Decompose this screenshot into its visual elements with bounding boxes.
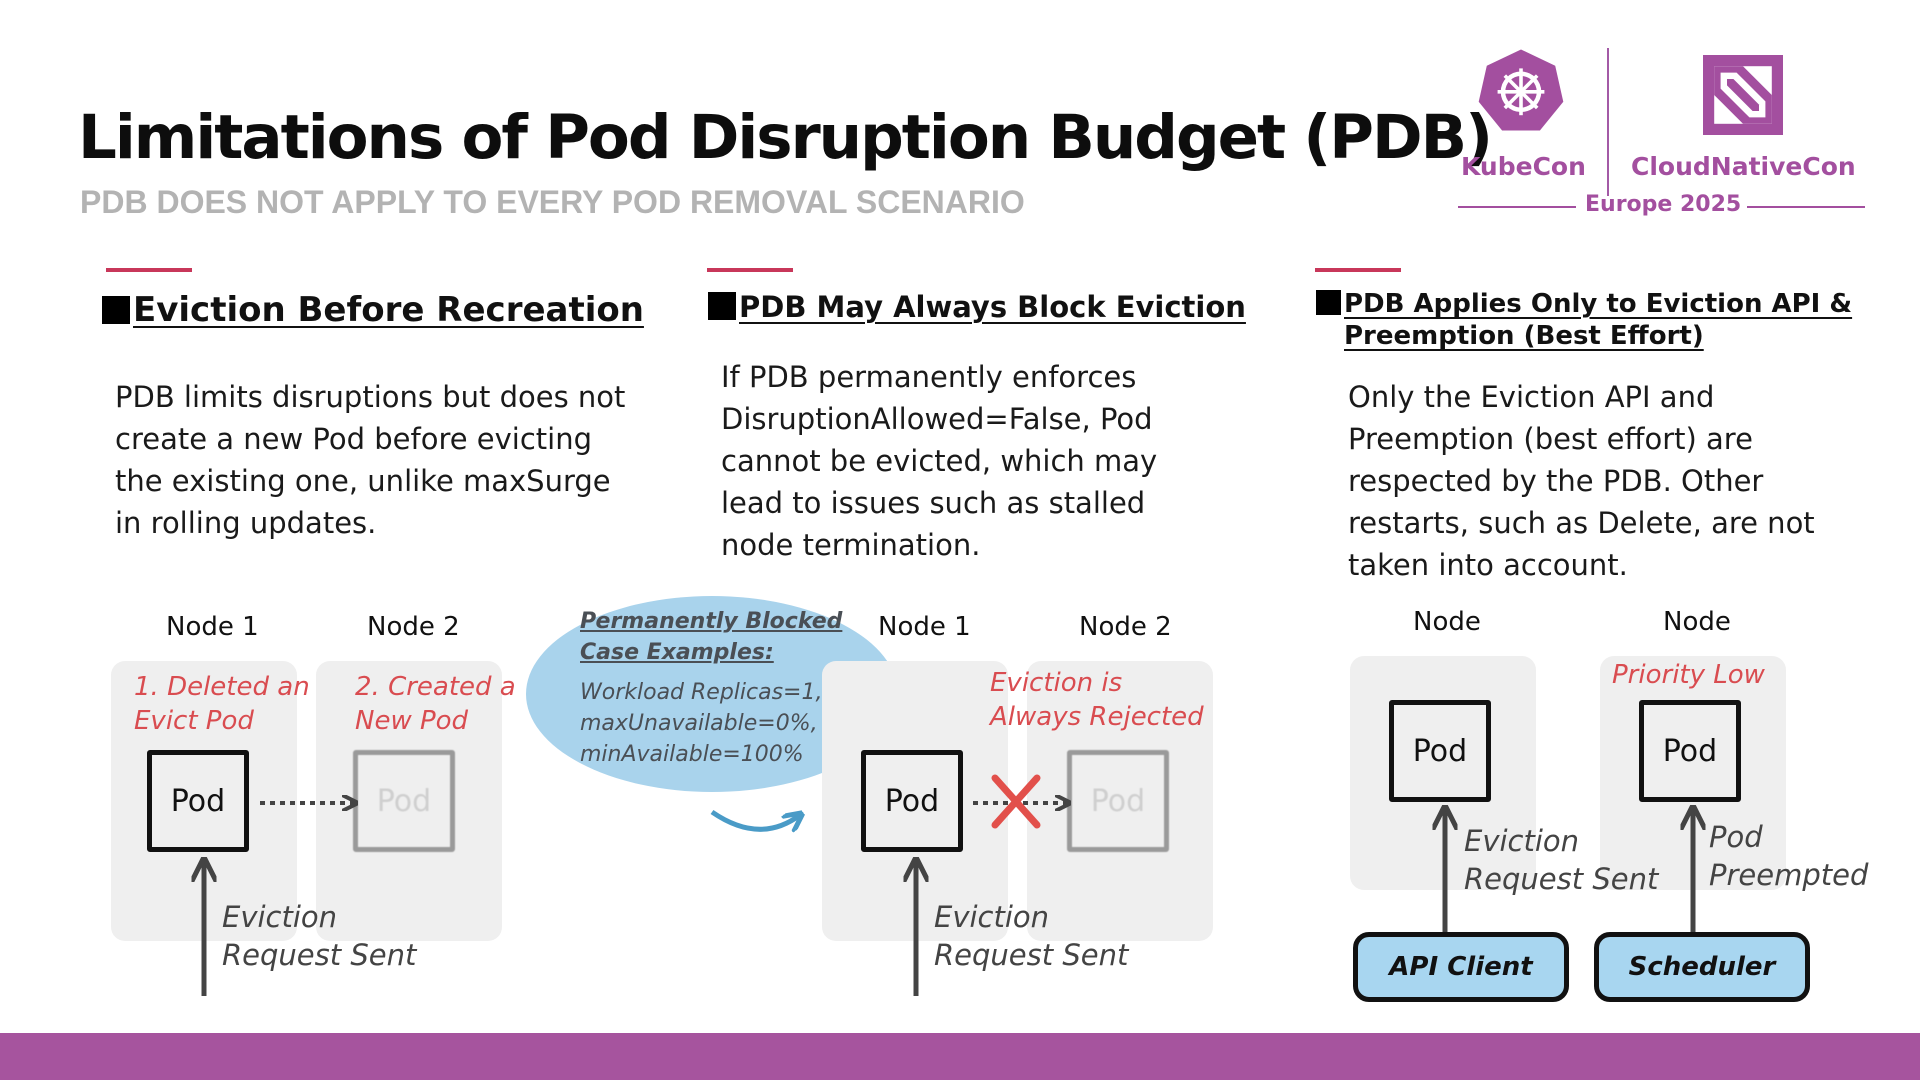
logo-line-right — [1747, 206, 1865, 208]
section2-node1-label: Node 1 — [878, 612, 971, 642]
section3-label-b: Pod Preempted — [1709, 820, 1869, 892]
event-logo: KubeCon CloudNativeCon Europe 2025 — [1455, 40, 1875, 230]
section1-accent — [106, 268, 192, 272]
section3-accent — [1315, 268, 1401, 272]
callout-body: Workload Replicas=1, maxUnavailable=0%, … — [580, 680, 823, 767]
section1-arrow-label: Eviction Request Sent — [222, 900, 417, 972]
red-x-icon — [991, 774, 1041, 829]
section1-step2-label: 2. Created a New Pod — [355, 672, 516, 736]
page-subtitle: PDB DOES NOT APPLY TO EVERY POD REMOVAL … — [80, 184, 1025, 220]
scheduler-button[interactable]: Scheduler — [1594, 932, 1810, 1002]
callout-title: Permanently Blocked Case Examples: — [580, 609, 843, 665]
footer-bar — [0, 1033, 1920, 1080]
section2-body: If PDB permanently enforces DisruptionAl… — [721, 360, 1158, 562]
section1-heading: Eviction Before Recreation — [102, 290, 644, 330]
event-label: Europe 2025 — [1585, 192, 1742, 217]
section3-node-a-label: Node — [1413, 607, 1481, 637]
section3-node-b-label: Node — [1663, 607, 1731, 637]
bullet-square-icon — [708, 292, 736, 320]
section2-rejected-label: Eviction is Always Rejected — [990, 668, 1204, 732]
section3-pod-b: Pod — [1639, 700, 1741, 802]
api-client-button[interactable]: API Client — [1353, 932, 1569, 1002]
section3-pod-a: Pod — [1389, 700, 1491, 802]
bullet-square-icon — [1316, 290, 1341, 315]
section2-arrow-label: Eviction Request Sent — [934, 900, 1129, 972]
section1-step1-label: 1. Deleted an Evict Pod — [134, 672, 310, 736]
bullet-square-icon — [102, 296, 130, 324]
section2-accent — [707, 268, 793, 272]
kubernetes-helm-icon — [1478, 49, 1564, 131]
section2-pod: Pod — [861, 750, 963, 852]
cloudnativecon-label: CloudNativeCon — [1631, 152, 1856, 181]
logo-line-left — [1458, 206, 1576, 208]
section3-label-a: Eviction Request Sent — [1464, 824, 1659, 896]
section2-heading: PDB May Always Block Eviction — [708, 290, 1246, 324]
section1-node1-label: Node 1 — [166, 612, 259, 642]
section1-node2-label: Node 2 — [367, 612, 460, 642]
page-title: Limitations of Pod Disruption Budget (PD… — [78, 102, 1493, 173]
section3-heading: PDB Applies Only to Eviction API & Preem… — [1316, 288, 1852, 352]
logo-divider — [1607, 48, 1609, 196]
cncf-logo-icon — [1703, 55, 1783, 135]
section3-body: Only the Eviction API and Preemption (be… — [1348, 380, 1815, 582]
section2-node2-label: Node 2 — [1079, 612, 1172, 642]
section3-priority-label: Priority Low — [1612, 660, 1765, 690]
section1-body: PDB limits disruptions but does not crea… — [115, 380, 626, 540]
curved-arrow-icon — [710, 812, 800, 829]
kubecon-label: KubeCon — [1461, 152, 1586, 181]
section1-pod: Pod — [147, 750, 249, 852]
